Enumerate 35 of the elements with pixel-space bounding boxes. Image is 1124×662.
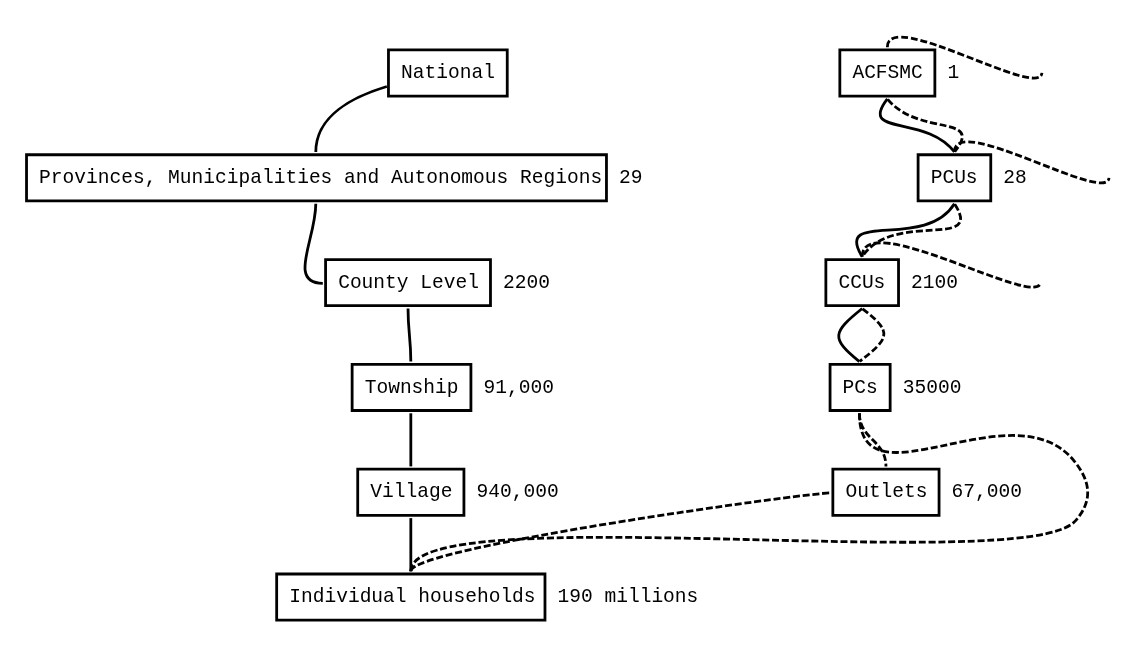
node-label: 67,000 xyxy=(951,480,1023,503)
connector xyxy=(953,140,1111,184)
node-label: 940,000 xyxy=(476,480,559,503)
node-label: 35000 xyxy=(902,376,962,399)
connector xyxy=(886,35,1044,79)
node-label: 190 millions xyxy=(557,585,699,608)
connector xyxy=(837,306,864,363)
node-box: National xyxy=(387,48,509,97)
connector xyxy=(409,491,831,572)
connector xyxy=(886,97,964,152)
connector xyxy=(858,412,888,466)
node-box: PCUs xyxy=(916,152,993,202)
node-label: 28 xyxy=(1003,166,1027,189)
node-label: 91,000 xyxy=(483,376,554,399)
connector xyxy=(409,412,1089,572)
node-box: CCUs xyxy=(824,257,900,307)
node-label: 1 xyxy=(947,61,960,84)
node-box: Provinces, Municipalities and Autonomous Regions xyxy=(25,152,608,202)
node-box: Township xyxy=(350,362,473,412)
node-box: PCs xyxy=(828,362,892,412)
connector xyxy=(858,307,886,362)
connector xyxy=(879,97,956,153)
connector xyxy=(409,517,413,571)
node-label: 29 xyxy=(619,166,643,189)
connector xyxy=(860,241,1042,288)
node-box: Individual households xyxy=(275,572,547,621)
connector xyxy=(406,307,413,362)
node-box: Village xyxy=(356,467,466,517)
node-box: County Level xyxy=(324,257,492,307)
node-label: 2100 xyxy=(911,271,959,294)
node-label: 2200 xyxy=(503,271,550,294)
connector xyxy=(314,84,388,152)
node-box: Outlets xyxy=(831,467,941,517)
node-box: ACFSMC xyxy=(838,48,937,97)
connector xyxy=(409,412,413,466)
